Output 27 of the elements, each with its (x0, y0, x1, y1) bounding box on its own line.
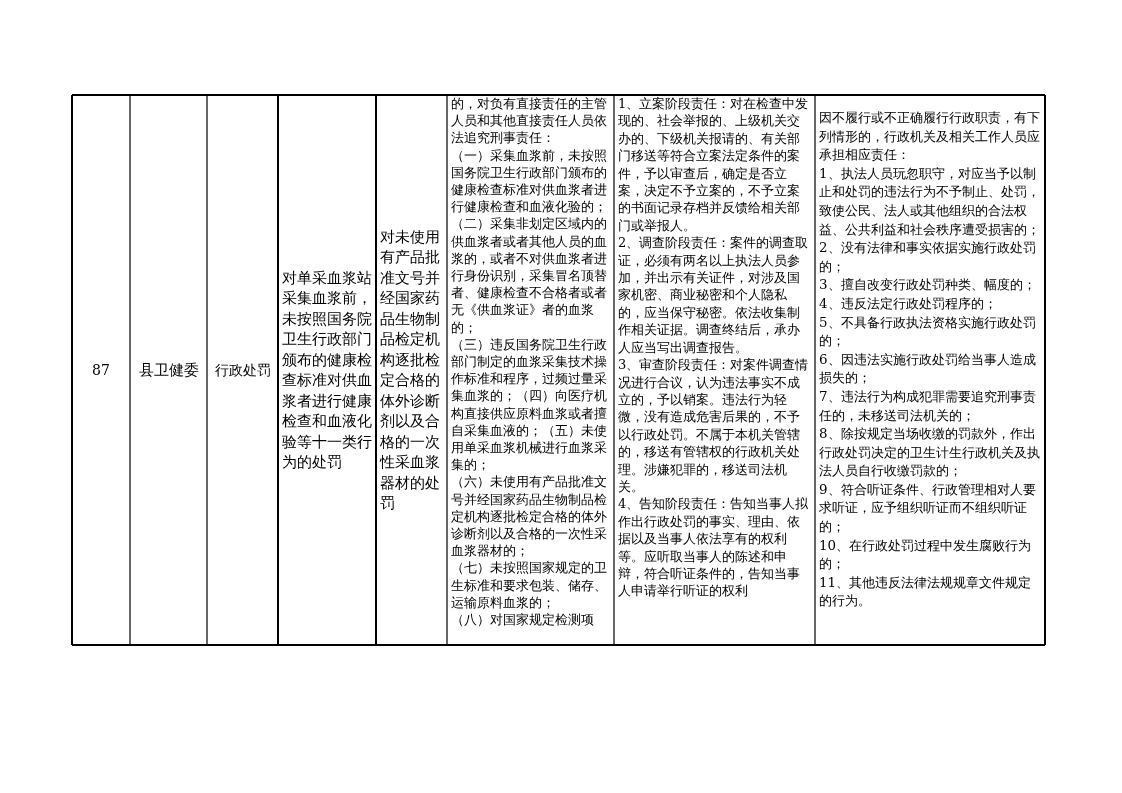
cell-text: （八）对国家规定检测项 (451, 611, 595, 629)
cell-text: 因不履行或不正确履行行政职责，有下列情形的，行政机关及相关工作人员应承担相应责任： (819, 109, 1041, 165)
cell-text: 行政处罚 (214, 361, 271, 380)
cell-text: 3、擅自改变行政处罚种类、幅度的； (819, 276, 1037, 295)
cell-text: 7、违法行为构成犯罪需要追究刑事责任的，未移送司法机关的； (819, 387, 1037, 425)
cell-text: 10、在行政处罚过程中发生腐败行为的； (819, 536, 1033, 574)
cell-text: 的，对负有直接责任的主管人员和其他直接责任人员依法追究刑事责任： (451, 95, 608, 147)
cell-text: 11、其他违反法律法规规章文件规定的行为。 (819, 573, 1033, 611)
cell-text: （一）采集血浆前，未按照国务院卫生行政部门颁布的健康检查标准对供血浆者进行健康检查和血液化验的；（二）采集非划定区域内的供血浆者或者其他人员的血浆的，或者不对供血浆者进行身份识别，采集冒名顶替者、健康检查不合格者或者无《供血浆证》者的血浆的； (451, 146, 608, 336)
cell-text: 2、调查阶段责任：案件的调查取证，必须有两名以上执法人员参加，并出示有关证件，对涉及国家机密、商业秘密和个人隐私的，应当保守秘密。依法收集制作相关证据。调查终结后，承办人应当写出调查报告。 (618, 234, 810, 357)
cell-text: 4、违反法定行政处罚程序的； (819, 294, 998, 313)
cell-text: 3、审查阶段责任：对案件调查情况进行合议，认为违法事实不成立的，予以销案。违法行为轻微，没有造成危害后果的，不予以行政处罚。不属于本机关管辖的，移送有管辖权的行政机关处理。涉嫌犯罪的，移送司法机关。 (618, 356, 810, 496)
cell-text: 9、符合听证条件、行政管理相对人要求听证，应予组织听证而不组织听证的； (819, 480, 1037, 537)
cell-text: （六）未使用有产品批准文号并经国家药品生物制品检定机构逐批检定合格的体外诊断剂以及合格的一次性采血浆器材的； (451, 473, 608, 560)
cell-text: （七）未按照国家规定的卫生标准和要求包装、储存、运输原料血浆的； (451, 559, 608, 612)
cell-text: 4、告知阶段责任：告知当事人拟作出行政处罚的事实、理由、依据以及当事人依法享有的权利等。应听取当事人的陈述和申辩，符合听证条件的，告知当事人申请举行听证的权利 (618, 495, 810, 600)
cell-text: （三）违反国务院卫生行政部门制定的血浆采集技术操作标准和程序，过频过量采集血浆的；（四）向医疗机构直接供应原料血浆或者擅自采集血液的；（五）未使用单采血浆机械进行血浆采集的； (451, 335, 608, 474)
cell-text: 1、立案阶段责任：对在检查中发现的、社会举报的、上级机关交办的、下级机关报请的、有关部门移送等符合立案法定条件的案件，予以审查后，确定是否立案，决定不予立案的，不予立案的书面记录存档并反馈给相关部门或举报人。 (618, 95, 810, 235)
cell-text: 县卫健委 (138, 360, 199, 380)
cell-text: 5、不具备行政执法资格实施行政处罚的； (819, 313, 1037, 351)
cell-text: 6、因违法实施行政处罚给当事人造成损失的； (819, 350, 1037, 388)
cell-text: 87 (92, 361, 110, 380)
cell-text: 8、除按规定当场收缴的罚款外，作出行政处罚决定的卫生计生行政机关及执法人员自行收缴罚款的； (819, 425, 1041, 481)
cell-text: 1、执法人员玩忽职守，对应当予以制止和处罚的违法行为不予制止、处罚，致使公民、法人或其他组织的合法权益、公共利益和社会秩序遭受损害的； (819, 164, 1041, 239)
cell-text: 对未使用有产品批准文号并经国家药品生物制品检定机构逐批检定合格的体外诊断剂以及合格的一次性采血浆器材的处罚 (380, 227, 441, 513)
cell-text: 2、没有法律和事实依据实施行政处罚的； (819, 239, 1037, 276)
cell-text: 对单采血浆站采集血浆前，未按照国务院卫生行政部门颁布的健康检查标准对供血浆者进行健康检查和血液化验等十一类行为的处罚 (282, 268, 372, 472)
